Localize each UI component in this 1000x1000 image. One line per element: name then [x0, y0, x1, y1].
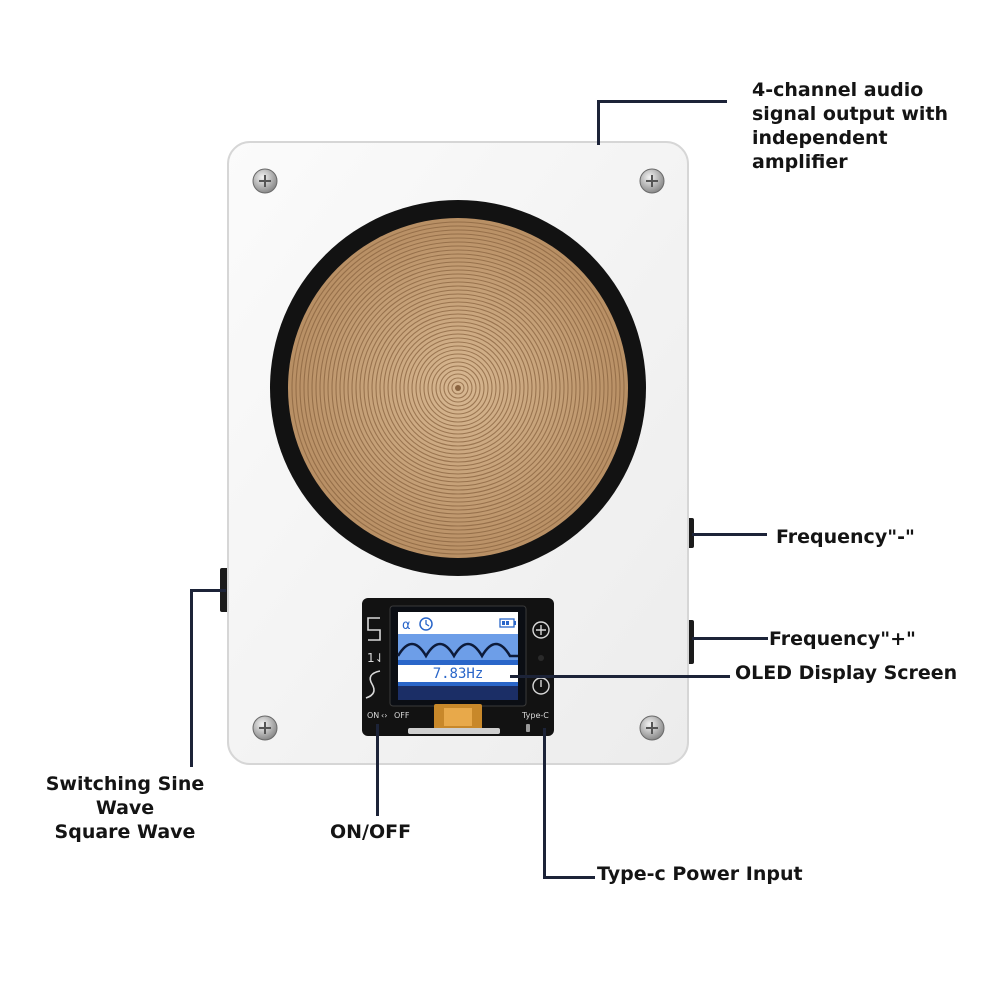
label-frequency-minus: Frequency"-" [776, 526, 915, 548]
screw-icon [252, 168, 278, 194]
coil-ring [399, 329, 517, 447]
label-oled-display: OLED Display Screen [735, 662, 958, 684]
leader-switch-horizontal [190, 589, 226, 592]
leader-type-c-horizontal [543, 876, 595, 879]
coil-ring [351, 281, 565, 495]
coil-ring [387, 317, 529, 459]
clock-icon [419, 617, 433, 631]
leader-switch-vertical [190, 589, 193, 767]
coil-ring [447, 377, 469, 399]
coil-ring [383, 313, 533, 463]
coil-ring [439, 369, 477, 407]
coil-ring [327, 257, 589, 519]
switch-on-label: ON [367, 711, 379, 720]
sine-wave-icon [365, 670, 381, 699]
coil-ring [323, 253, 593, 523]
screw-icon [252, 715, 278, 741]
label-on-off: ON/OFF [330, 821, 412, 843]
coil-ring [407, 337, 509, 439]
coil-ring [331, 261, 585, 515]
coil-ring [299, 229, 617, 547]
coil-ring [427, 357, 489, 419]
indicator-led [538, 655, 544, 661]
coil-ring [347, 277, 569, 499]
label-switch-wave-line: Switching Sine Wave [45, 773, 205, 819]
type-c-label: Type-C [521, 711, 549, 720]
screw-icon [639, 715, 665, 741]
type-c-port[interactable] [526, 724, 530, 732]
switch-off-label: OFF [394, 711, 410, 720]
power-icon [532, 677, 550, 695]
leader-on-off [376, 724, 379, 816]
label-switch-wave-line: Square Wave [54, 821, 196, 843]
label-audio-output-line: signal output with [752, 103, 949, 125]
coil-ring [315, 245, 601, 531]
label-frequency-plus: Frequency"+" [769, 628, 916, 650]
coil-ring [311, 241, 605, 535]
square-wave-icon [367, 617, 381, 641]
switch-arrows-icon: ‹› [381, 711, 387, 720]
label-audio-output: 4-channel audio signal output with indep… [752, 78, 948, 174]
leader-frequency-plus [692, 637, 768, 640]
coil-ring [363, 293, 553, 483]
coil-ring [319, 249, 597, 527]
leader-frequency-minus [692, 533, 767, 536]
coil-ring [395, 325, 521, 451]
coil-ring [391, 321, 525, 455]
oled-frequency: 7.83Hz [433, 666, 484, 682]
alpha-glyph: α [402, 618, 411, 633]
coil-ring [355, 285, 561, 491]
svg-text:1⇃: 1⇃ [367, 651, 385, 665]
coil-ring [303, 233, 613, 543]
coil-ring [307, 237, 609, 539]
updown-icon: 1⇃ [367, 651, 385, 665]
coil-ring [435, 365, 481, 411]
coil-ring [295, 225, 621, 551]
plus-icon [532, 621, 550, 639]
leader-oled [510, 675, 730, 678]
coil-ring [375, 305, 541, 471]
label-type-c-power: Type-c Power Input [597, 863, 803, 885]
coil-ring [379, 309, 537, 467]
label-audio-output-line: 4-channel audio [752, 79, 924, 101]
label-switch-wave: Switching Sine Wave Square Wave [14, 772, 236, 844]
coil-plate [270, 200, 646, 576]
coil-ring [443, 373, 473, 403]
coil-ring [431, 361, 485, 415]
coil-ring [411, 341, 505, 435]
coil-ring [367, 297, 549, 479]
coil-ring [339, 269, 577, 507]
coil-ring [359, 289, 557, 487]
battery-icon [499, 618, 516, 628]
coil-ring [419, 349, 497, 427]
screw-icon [639, 168, 665, 194]
coil-ring [451, 381, 465, 395]
label-audio-output-line: independent [752, 127, 888, 149]
coil-ring [291, 221, 625, 555]
coil-ring [423, 353, 493, 423]
leader-audio-output-vertical [597, 100, 600, 145]
coil-ring [415, 345, 501, 431]
leader-audio-output [597, 100, 727, 103]
label-audio-output-line: amplifier [752, 151, 848, 173]
coil-ring [371, 301, 545, 475]
coil-ring [343, 273, 573, 503]
coil-ring [403, 333, 513, 443]
coil-ring [335, 265, 581, 511]
leader-type-c-vertical [543, 728, 546, 878]
